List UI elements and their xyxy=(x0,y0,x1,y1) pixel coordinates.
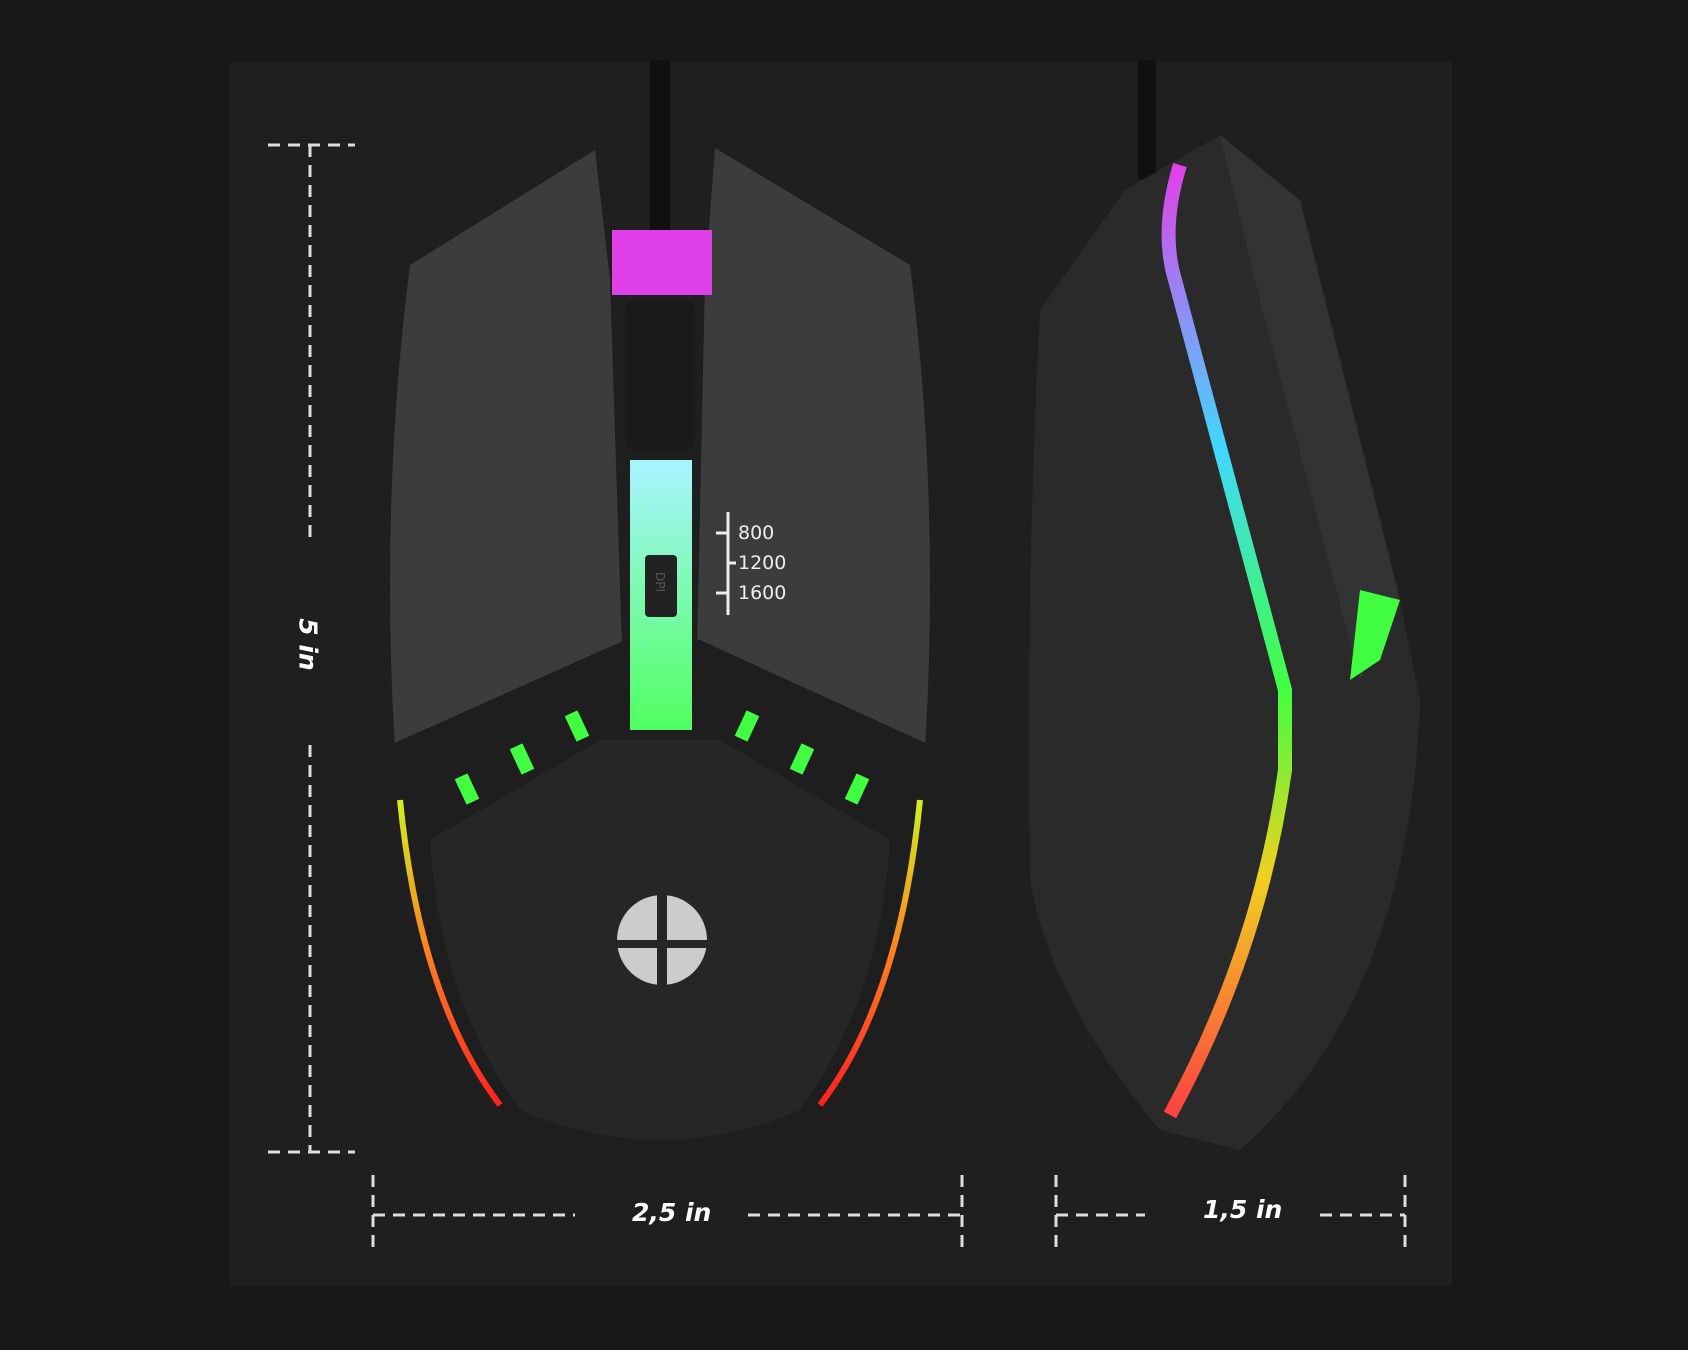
mouse-side-view xyxy=(1028,60,1420,1150)
dpi-level-800: 800 xyxy=(738,522,775,544)
depth-dimension-label: 1,5 in xyxy=(1203,1195,1283,1224)
mouse-top-view xyxy=(390,60,930,1157)
height-dimension-label: 5 in xyxy=(293,618,323,671)
dpi-level-1600: 1600 xyxy=(738,582,787,604)
dpi-level-1200: 1200 xyxy=(738,552,787,574)
dpi-button: DPI xyxy=(653,571,668,593)
dimension-lines xyxy=(268,143,1407,1255)
width-dimension-label: 2,5 in xyxy=(632,1198,712,1227)
brand-logo xyxy=(615,895,710,985)
